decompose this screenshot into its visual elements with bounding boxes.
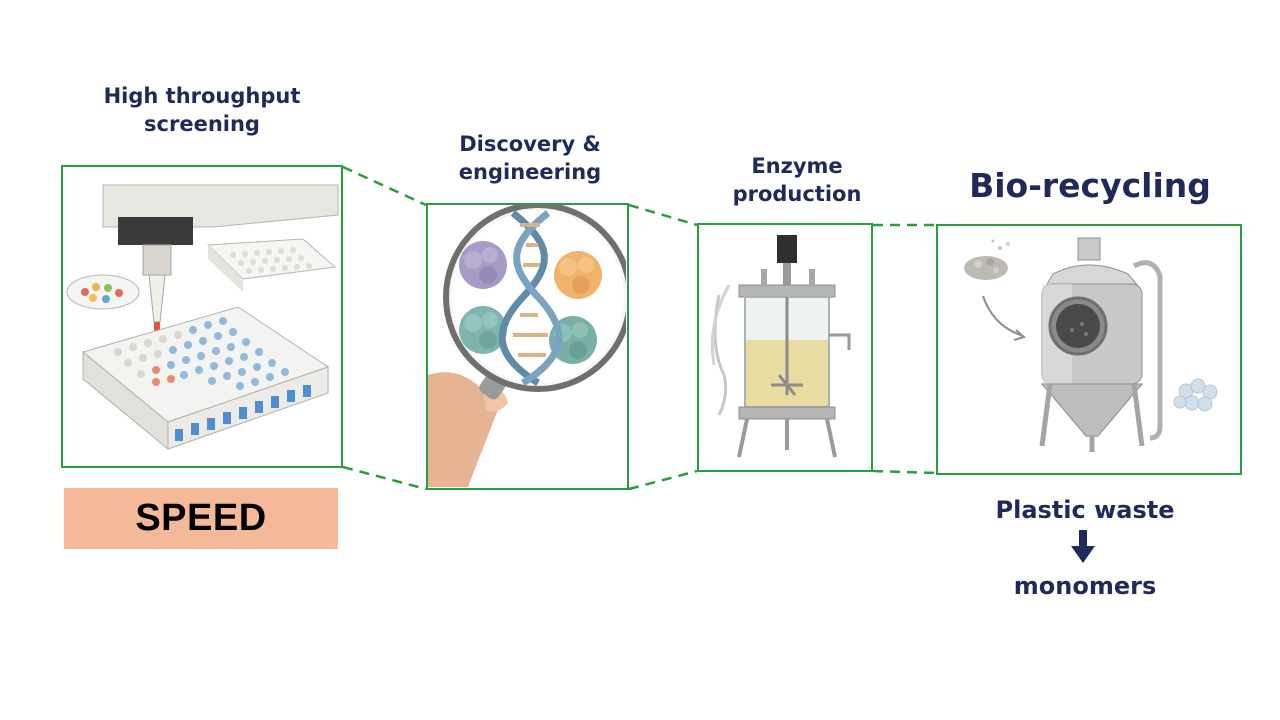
enzyme-blob-orange — [554, 251, 602, 299]
arrow-down-icon — [1071, 530, 1095, 563]
connector-line — [342, 465, 427, 491]
bioreactor-icon — [710, 235, 851, 458]
panel-enzyme-production — [697, 223, 873, 472]
panel-discovery-engineering — [426, 203, 629, 490]
connector-line — [872, 469, 937, 475]
panel-high-throughput-screening — [61, 165, 343, 468]
stage-label-line: High throughput — [103, 84, 301, 108]
stage-label-enzyme-production: Enzyme production — [712, 152, 882, 209]
stage-label-line: engineering — [458, 160, 602, 185]
steel-reactor-icon — [964, 237, 1218, 452]
stage-label-bio-recycling: Bio-recycling — [940, 166, 1240, 206]
stage-label-discovery-engineering: Discovery & engineering — [430, 130, 630, 187]
stage-label-line: Enzyme — [751, 154, 843, 178]
enzyme-blob-teal-left — [459, 306, 507, 354]
connector-line — [628, 469, 698, 491]
monomers-label: monomers — [1013, 572, 1157, 600]
monomer-cluster-icon — [1173, 378, 1218, 412]
magnifier-dna-enzymes-icon — [428, 205, 626, 487]
plastic-waste-pile-icon — [964, 239, 1010, 280]
speed-label: SPEED — [135, 497, 267, 539]
enzyme-blob-purple — [459, 241, 507, 289]
connector-line — [342, 165, 427, 207]
stage-label-line: Discovery & — [459, 132, 601, 156]
connector-line — [628, 203, 698, 227]
stage-label-line: screening — [144, 112, 260, 137]
panel-bio-recycling — [936, 224, 1242, 475]
plastic-waste-label: Plastic waste — [995, 496, 1175, 524]
stage-label-line: production — [732, 182, 862, 207]
stage-label-high-throughput-screening: High throughput screening — [92, 82, 312, 139]
pipette-robot-well-plate-icon — [66, 184, 339, 451]
stage-label-line: Bio-recycling — [969, 166, 1211, 205]
speed-box: SPEED — [64, 488, 338, 549]
